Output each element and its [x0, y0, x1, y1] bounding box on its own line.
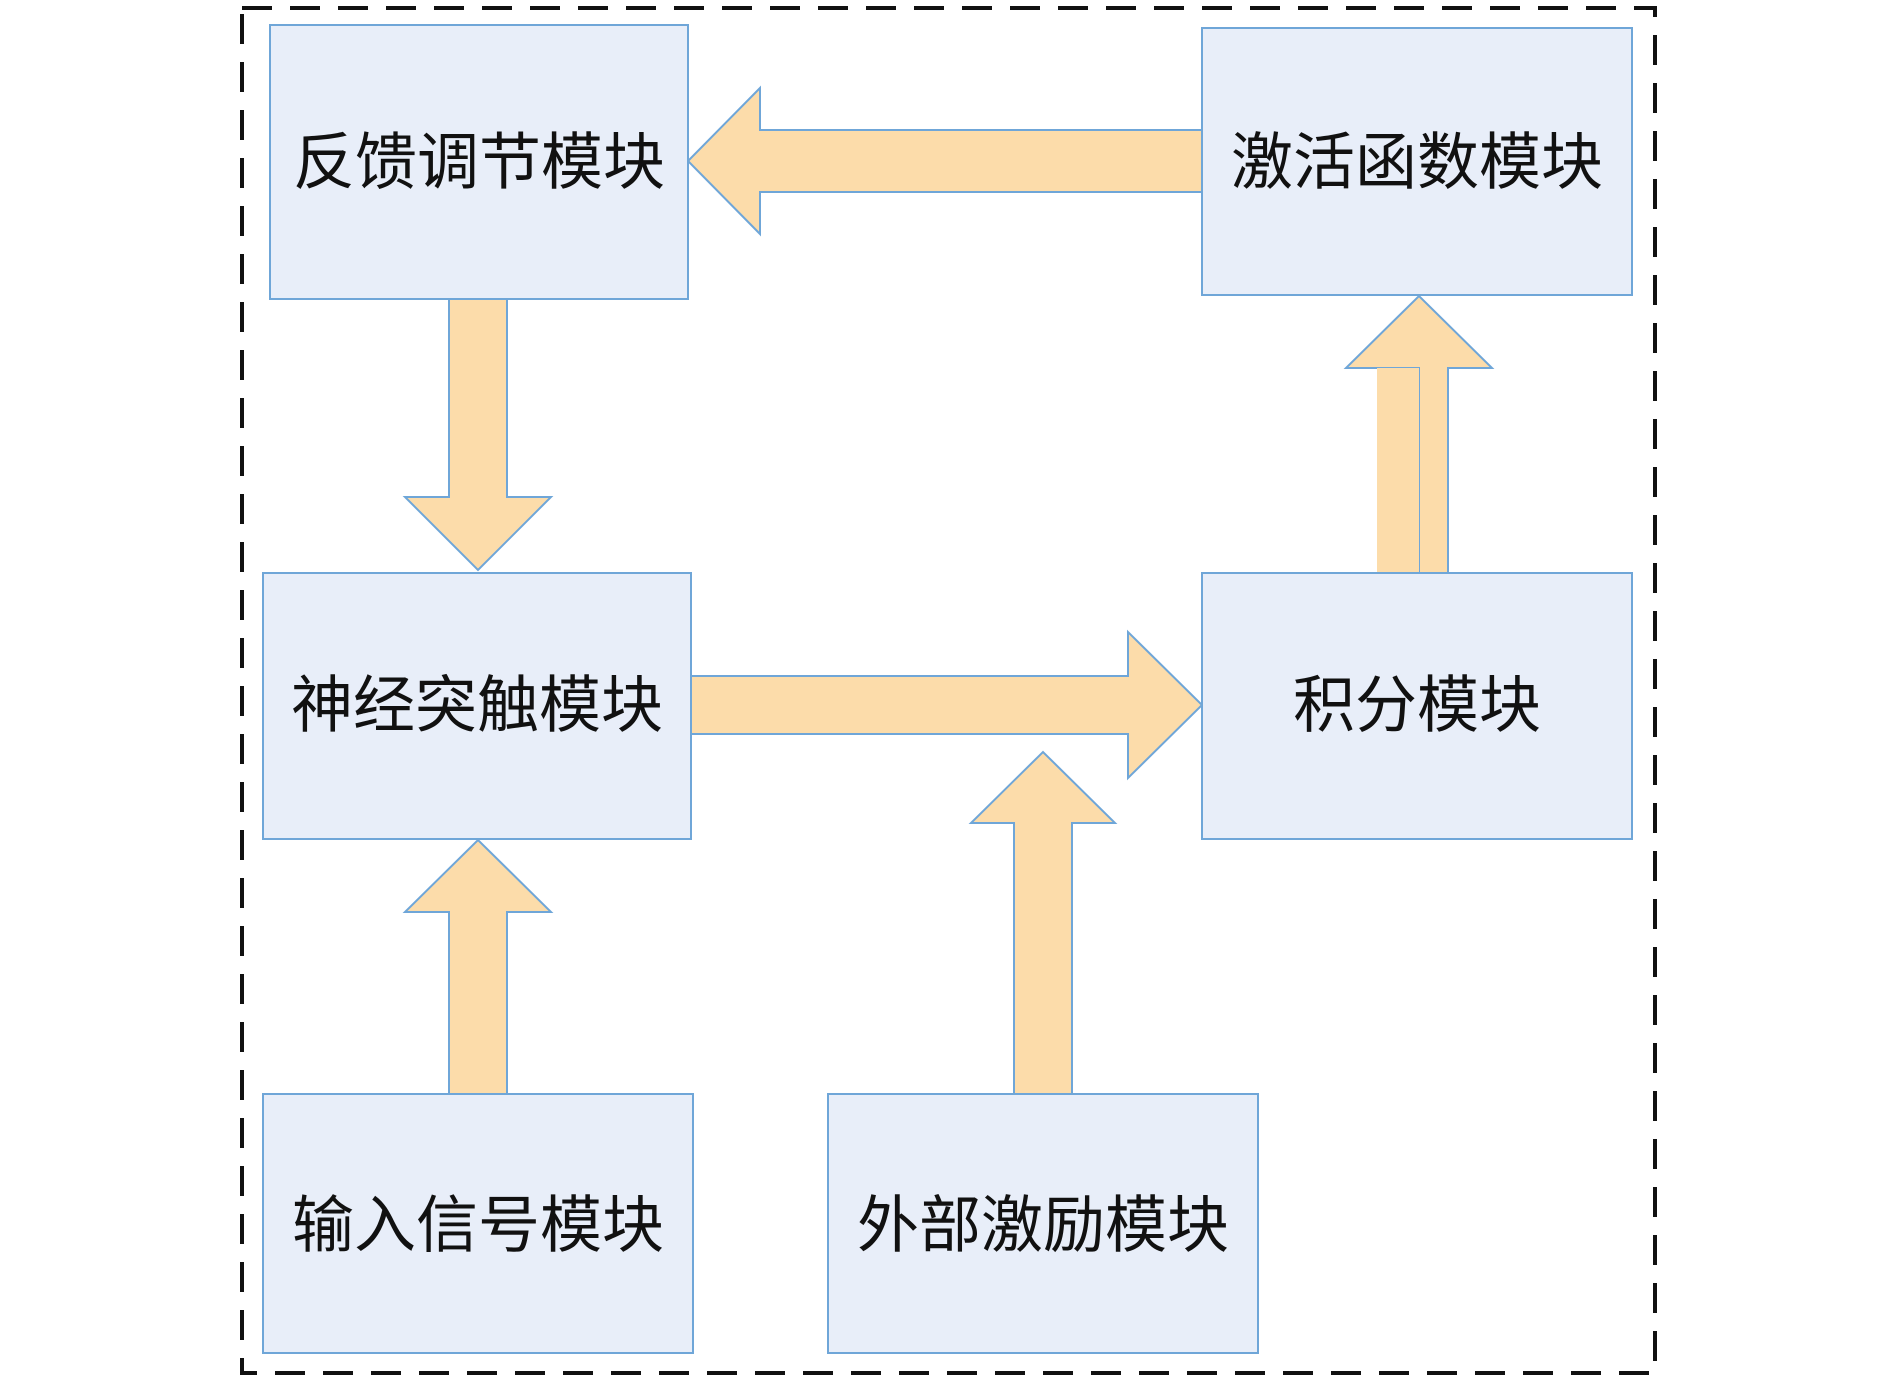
system-boundary-frame — [240, 6, 1657, 1375]
input-signal-module-label: 输入信号模块 — [292, 1189, 664, 1262]
feedback-module: 反馈调节模块 — [269, 24, 689, 300]
arrow-feedback-to-synapse — [402, 298, 554, 572]
synapse-module-label: 神经突触模块 — [291, 669, 663, 742]
synapse-module: 神经突触模块 — [262, 572, 692, 840]
integration-module: 积分模块 — [1201, 572, 1633, 840]
arrow-integration-to-activation-shaft — [1377, 368, 1419, 573]
arrow-stimulus-to-integration — [968, 750, 1118, 1095]
activation-module-label: 激活函数模块 — [1231, 126, 1603, 199]
arrow-activation-to-feedback — [686, 85, 1203, 237]
input-signal-module: 输入信号模块 — [262, 1093, 694, 1354]
external-stimulus-module-label: 外部激励模块 — [857, 1189, 1229, 1262]
arrow-synapse-to-integration — [690, 629, 1204, 781]
arrow-input-to-synapse — [402, 838, 554, 1095]
external-stimulus-module: 外部激励模块 — [827, 1093, 1259, 1354]
activation-module: 激活函数模块 — [1201, 27, 1633, 296]
integration-module-label: 积分模块 — [1293, 669, 1541, 742]
feedback-module-label: 反馈调节模块 — [293, 126, 665, 199]
